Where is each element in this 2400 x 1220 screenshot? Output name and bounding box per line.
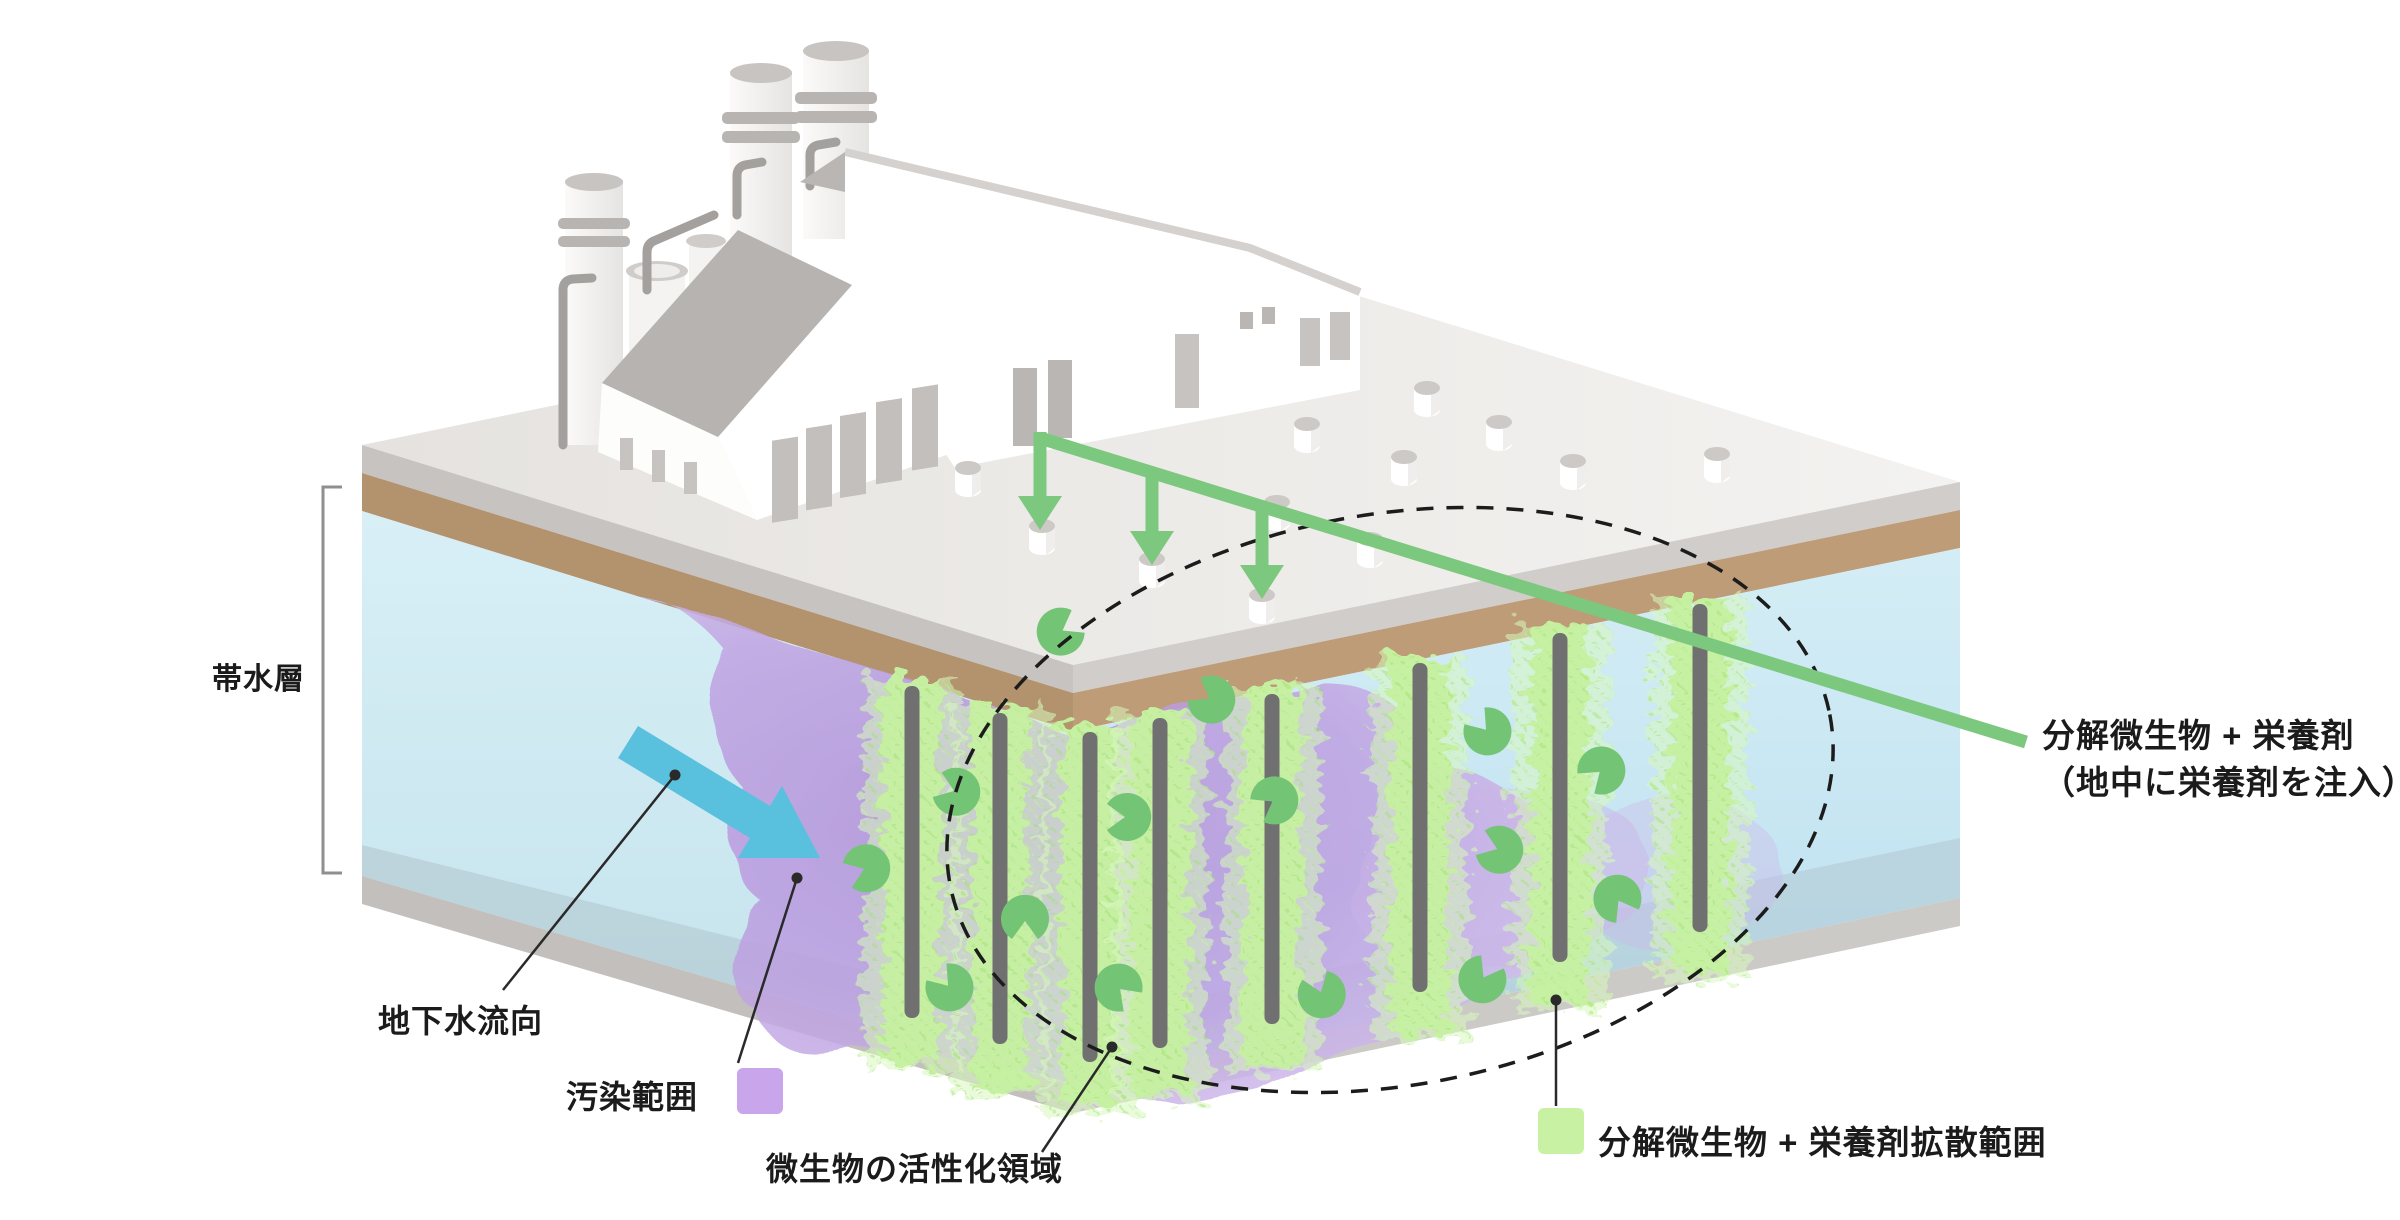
diffusion-range-label: 分解微生物 + 栄養剤拡散範囲 [1598,1124,2047,1161]
contamination-swatch [737,1068,783,1114]
injection-well-icon [955,461,981,497]
injection-well-rod [1152,718,1168,1048]
injection-well-rod [1082,732,1098,1062]
flow-arrow-icon [618,726,820,858]
injection-well-icon [1294,417,1320,453]
activation-area-label: 微生物の活性化領域 [766,1151,1064,1187]
diffusion-swatch [1538,1108,1584,1154]
injection-arrow-icon [1240,565,1284,599]
activation-area-ellipse [945,505,1835,1095]
aquifer-label: 帯水層 [212,663,305,696]
injection-well-icon [1704,447,1730,483]
pipe-icon [558,137,841,450]
injection-label: 分解微生物 + 栄養剤 （地中に栄養剤を注入） [2042,712,2400,806]
injection-well-icon [1560,454,1586,490]
factory-hall [598,230,965,523]
soil-band-left [362,473,1073,731]
factory-icon [558,41,1362,523]
injection-arrow-icon [1018,496,1062,530]
injection-well-rod [1692,604,1708,932]
aquifer-bracket [321,485,342,875]
injection-well-rod [1552,633,1568,962]
injection-arrow-icon [1130,531,1174,565]
soil-band-right [1073,510,1960,731]
groundwater-flow-label: 地下水流向 [378,1003,544,1039]
injection-well-rod [992,713,1008,1044]
injection-well-rods [904,604,1708,1062]
injection-label-line2: （地中に栄養剤を注入） [2042,764,2400,801]
warehouse-building [800,148,1362,468]
injection-well-icon [1391,450,1417,486]
injection-well-rod [1412,663,1428,992]
injection-pipe [1018,431,2028,749]
leader-lines [502,769,1562,1153]
injection-well-icon [1414,381,1440,417]
contamination-range-label: 汚染範囲 [566,1079,699,1115]
injection-well-rod [1264,694,1280,1024]
injection-label-line1: 分解微生物 + 栄養剤 [2042,717,2355,754]
injection-well-rod [904,686,920,1018]
injection-well-icon [1486,415,1512,451]
